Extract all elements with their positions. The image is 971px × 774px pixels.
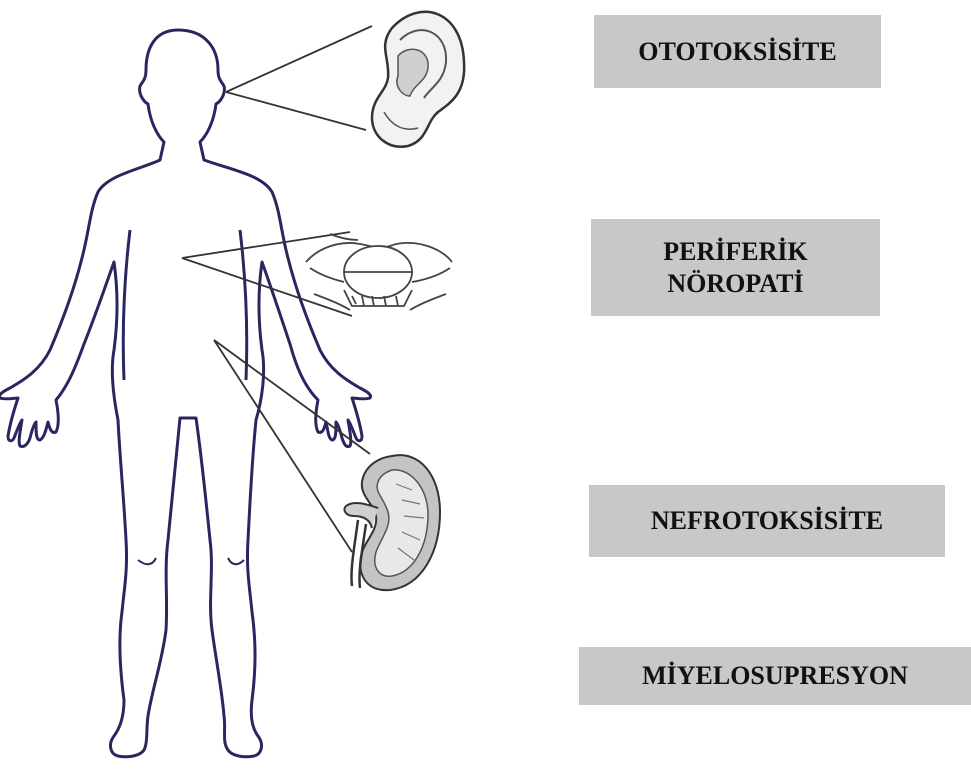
spinal-cord-illustration-icon: [306, 234, 452, 310]
left-arm-inner-line: [123, 230, 130, 380]
kidney-illustration-icon: [344, 455, 440, 590]
nephrotoxicity-label: NEFROTOKSİSİTE: [589, 485, 945, 557]
left-knee-line: [138, 558, 156, 564]
leader-lines: [182, 26, 372, 552]
right-arm-inner-line: [240, 230, 247, 380]
ototoxicity-label: OTOTOKSİSİTE: [594, 15, 881, 88]
human-body-outline-icon: [0, 30, 371, 757]
myelosuppression-label: MİYELOSUPRESYON: [579, 647, 971, 705]
right-knee-line: [228, 558, 244, 564]
peripheral-neuropathy-label: PERİFERİK NÖROPATİ: [591, 219, 880, 316]
ear-illustration-icon: [372, 12, 464, 147]
